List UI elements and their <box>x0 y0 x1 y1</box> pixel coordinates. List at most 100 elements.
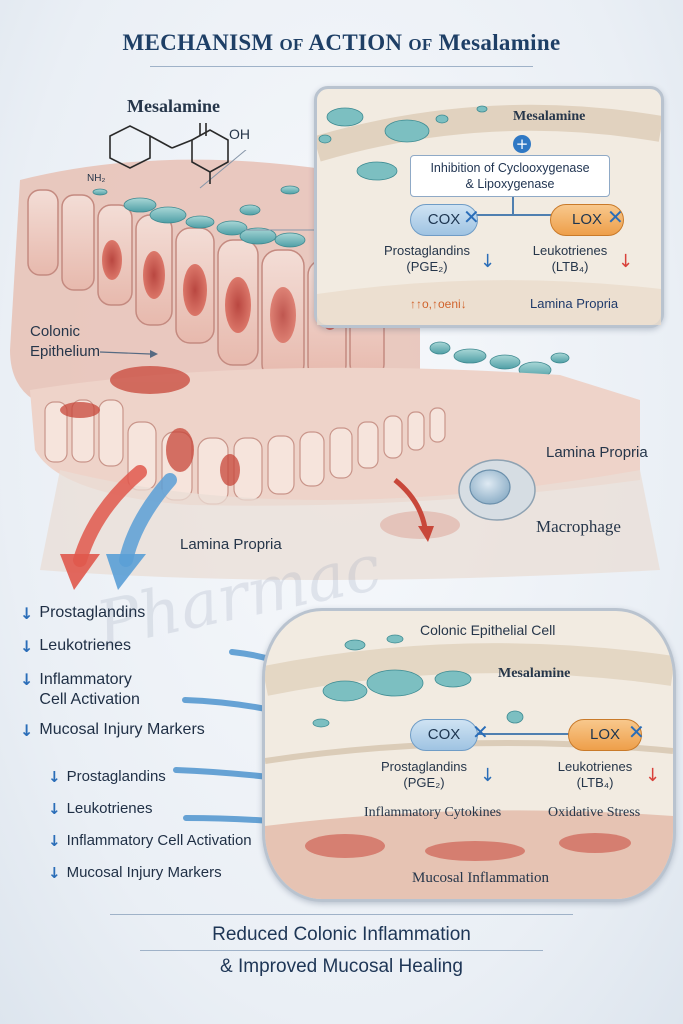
zoom-inset-top: Mesalamine + <box>314 86 664 328</box>
cytokines-label: Inflammatory Cytokines <box>364 805 502 820</box>
title-word: ACTION <box>308 30 403 55</box>
title-word: MECHANISM <box>122 30 274 55</box>
leukotrienes-label: Leukotrienes <box>532 243 608 258</box>
effect-label: Leukotrienes <box>39 637 132 654</box>
decrease-arrow-icon: ↓ <box>480 765 496 786</box>
conclusion-line-1: Reduced Colonic Inflammation <box>212 924 471 945</box>
decrease-arrow-icon: ↓ <box>48 864 61 882</box>
decrease-arrow-icon: ↓ <box>20 637 34 656</box>
decrease-arrowhead-red <box>60 554 100 590</box>
cox-enzyme-top: COX <box>410 204 478 236</box>
decrease-arrow-icon: ↓ <box>480 251 496 272</box>
macrophage-arrowhead <box>418 526 434 542</box>
title-word: OF <box>408 35 433 54</box>
decrease-arrow-icon: ↓ <box>48 800 61 818</box>
lamina-propria-inset-label: Lamina Propria <box>530 296 619 311</box>
inset-bottom-mesalamine-label: Mesalamine <box>498 666 571 681</box>
lox-enzyme-top: LOX <box>550 204 624 236</box>
effect-label: Mucosal Injury Markers <box>66 864 222 881</box>
zoom-inset-bottom <box>262 608 676 902</box>
cell-nucleus <box>102 240 122 280</box>
pge2-label: (PGE₂) <box>403 775 445 790</box>
lox-label: LOX <box>589 726 620 743</box>
mucosal-inflammation-label: Mucosal Inflammation <box>412 870 550 886</box>
epithelium-pointer <box>99 351 151 355</box>
inset-connector <box>199 150 247 189</box>
decrease-arrow-icon: ↓ <box>48 768 61 786</box>
cell-nucleus <box>225 277 251 333</box>
prostaglandins-top: Prostaglandins (PGE₂) <box>372 243 482 275</box>
effect-item: ↓ Prostaglandins <box>48 768 166 786</box>
inset-bottom-art <box>265 634 673 899</box>
molecule-name: Mesalamine <box>127 96 220 116</box>
cox-lox-connector <box>460 733 580 735</box>
prostaglandins-label: Prostaglandins <box>381 759 467 774</box>
decrease-arrow-icon: ↓ <box>20 670 34 689</box>
leukotrienes-top: Leukotrienes (LTB₄) <box>520 243 620 275</box>
decrease-arrow-icon: ↓ <box>618 251 634 272</box>
oxidative-stress-label: Oxidative Stress <box>548 805 641 820</box>
plus-icon: + <box>513 135 531 153</box>
effect-label: Inflammatory <box>39 671 132 688</box>
effect-label: Leukotrienes <box>66 800 153 817</box>
amine-group-label: NH₂ <box>87 173 106 184</box>
effect-label: Inflammatory Cell Activation <box>66 832 252 849</box>
macrophage-cell <box>458 459 536 521</box>
ltb4-label: (LTB₄) <box>576 775 614 790</box>
leukotrienes-bottom: Leukotrienes (LTB₄) <box>545 759 645 791</box>
lamina-propria-label-right: Lamina Propria <box>546 444 648 461</box>
inhibition-line: Inhibition of Cyclooxygenase <box>430 161 590 175</box>
effect-item: ↓ Leukotrienes <box>48 800 152 818</box>
colonic-epithelium-label: Colonic Epithelium <box>30 322 100 362</box>
molecule-structure <box>109 123 229 184</box>
cox-lox-connector <box>456 214 566 216</box>
epithelial-cell <box>61 194 95 291</box>
decrease-arrowhead-blue <box>106 554 146 590</box>
effect-item: ↓ Inflammatory Cell Activation <box>20 670 140 710</box>
macrophage-arrow <box>393 478 428 529</box>
decrease-arrow-icon: ↓ <box>20 604 34 623</box>
decrease-arrow-icon: ↓ <box>48 832 61 850</box>
label-line: Epithelium <box>30 343 101 360</box>
hydroxyl-group-label: OH <box>229 126 250 142</box>
effect-item: ↓ Mucosal Injury Markers <box>20 721 205 740</box>
inset-top-art <box>317 104 661 325</box>
decrease-arrow-icon: ↓ <box>20 721 34 740</box>
inhibit-x-icon: ✕ <box>628 720 645 744</box>
ring-two <box>191 129 229 173</box>
title-word: OF <box>279 35 304 54</box>
decrease-arrow-red <box>73 465 147 567</box>
page-title: MECHANISM OF ACTION OF Mesalamine <box>0 30 683 56</box>
inhibition-connector <box>512 197 514 215</box>
cox-enzyme-bottom: COX <box>410 719 478 751</box>
cell-nucleus <box>183 264 207 316</box>
effect-label: Prostaglandins <box>66 768 166 785</box>
scribble-text: ↑↑o,↑oeni↓ <box>410 297 467 311</box>
inhibit-x-icon: ✕ <box>472 720 489 744</box>
decrease-arrow-blue <box>119 473 177 567</box>
conclusion-divider <box>110 914 573 915</box>
pge2-label: (PGE₂) <box>406 259 448 274</box>
ltb4-label: (LTB₄) <box>551 259 589 274</box>
epithelium-pointer-head <box>150 350 158 358</box>
epithelial-cell <box>27 189 59 276</box>
effect-label: Mucosal Injury Markers <box>39 721 205 738</box>
effect-label: Cell Activation <box>39 691 140 708</box>
inhibition-line: & Lipoxygenase <box>465 177 555 191</box>
effect-label: Prostaglandins <box>39 604 146 621</box>
effect-item: ↓ Prostaglandins <box>20 604 145 623</box>
lox-label: LOX <box>571 211 602 228</box>
conclusion-divider <box>140 950 543 951</box>
decrease-arrow-icon: ↓ <box>645 765 661 786</box>
inset-top-mesalamine-label: Mesalamine <box>513 109 586 124</box>
lamina-propria-label-bottom: Lamina Propria <box>180 536 282 553</box>
effect-item: ↓ Mucosal Injury Markers <box>48 864 222 882</box>
inhibition-box: Inhibition of Cyclooxygenase & Lipoxygen… <box>410 155 610 197</box>
inhibit-x-icon: ✕ <box>463 205 480 229</box>
prostaglandins-label: Prostaglandins <box>384 243 470 258</box>
conclusion-line-2: & Improved Mucosal Healing <box>220 956 463 977</box>
title-word: Mesalamine <box>438 30 561 55</box>
prostaglandins-bottom: Prostaglandins (PGE₂) <box>365 759 483 791</box>
title-divider <box>150 66 533 67</box>
